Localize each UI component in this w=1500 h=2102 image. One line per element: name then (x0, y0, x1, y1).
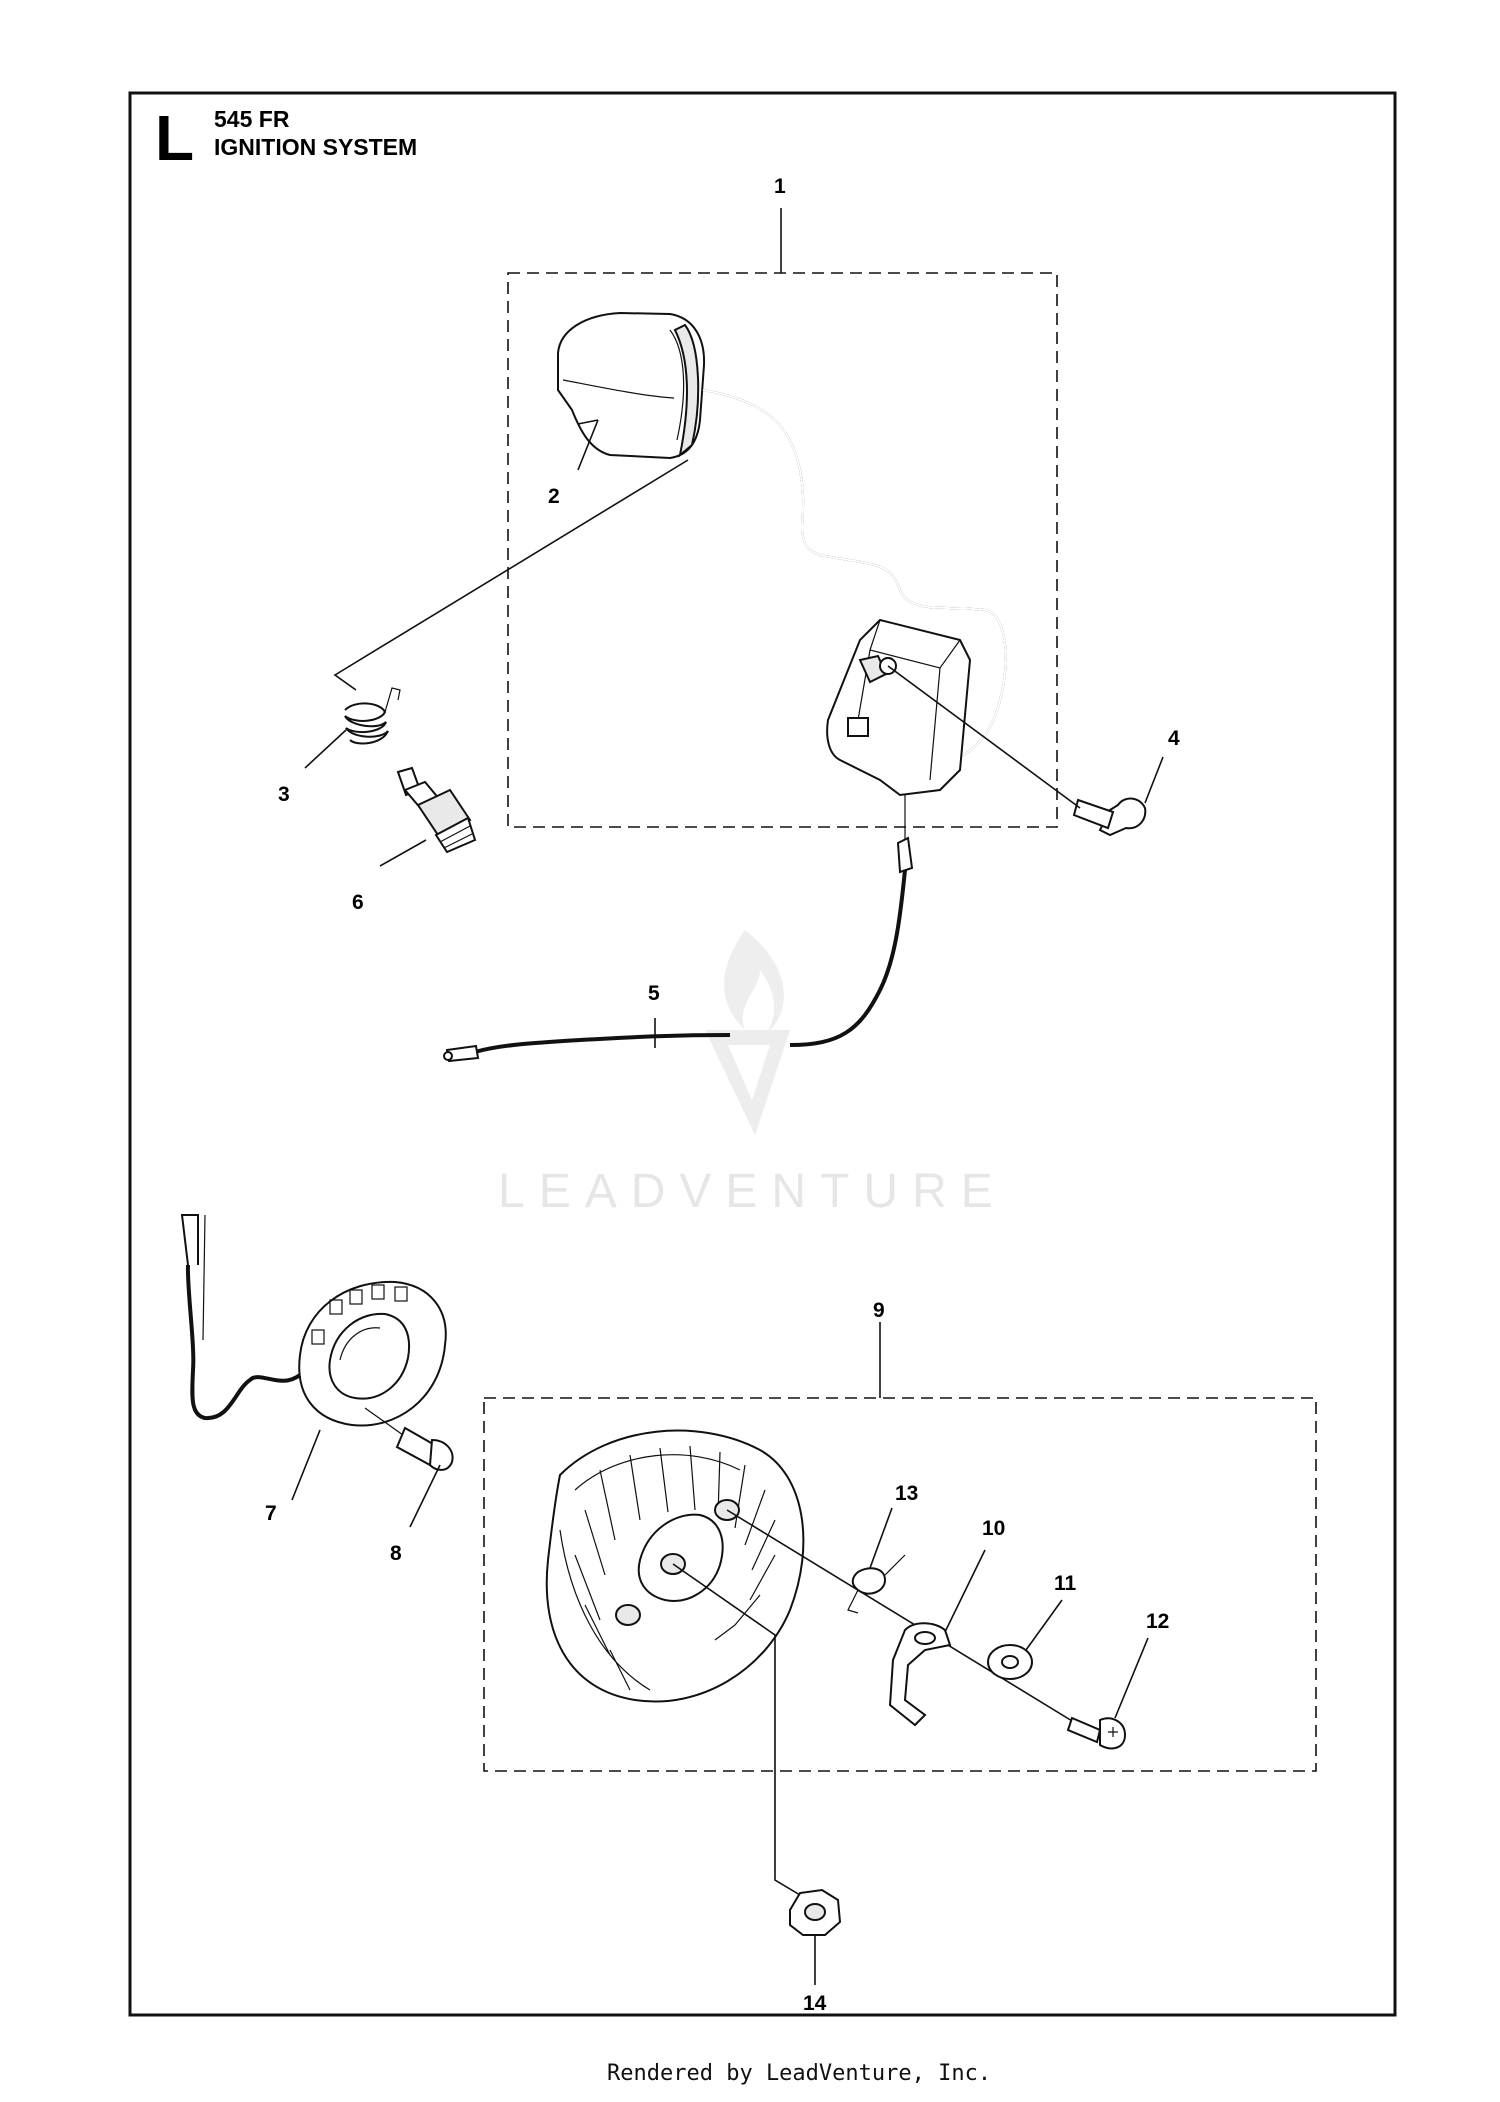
callout-13: 13 (895, 1482, 918, 1505)
leader-nut (672, 1563, 801, 1896)
callout-6: 6 (352, 891, 364, 914)
callout-12: 12 (1146, 1610, 1169, 1633)
part-clip (847, 1554, 906, 1614)
part-spark-plug (396, 766, 477, 854)
callout-7: 7 (265, 1502, 277, 1525)
part-spring (344, 687, 401, 745)
part-ignition-cable (443, 795, 914, 1063)
footer-credit: Rendered by LeadVenture, Inc. (607, 2061, 991, 2086)
callout-5: 5 (648, 982, 660, 1005)
part-bolt (1066, 1716, 1127, 1750)
part-bracket (888, 1622, 952, 1727)
callout-9: 9 (873, 1299, 885, 1322)
part-washer (987, 1644, 1033, 1680)
part-spark-plug-boot (557, 311, 706, 460)
part-screw-8 (364, 1407, 454, 1471)
part-ignition-coil (180, 1214, 447, 1427)
callout-leaders (291, 208, 1164, 1985)
part-ignition-module (826, 618, 972, 797)
group-box-1 (507, 272, 1058, 828)
callout-4: 4 (1168, 727, 1180, 750)
model-title: 545 FR (214, 106, 290, 132)
callout-14: 14 (803, 1992, 827, 2015)
leader-boot-spring (333, 459, 689, 691)
part-screw-4 (1072, 797, 1147, 837)
part-nut (789, 1888, 842, 1936)
sheet-frame (128, 91, 1397, 2017)
group-box-9 (483, 1397, 1317, 1772)
callout-2: 2 (548, 485, 560, 508)
leader-crank-axis (726, 1509, 1096, 1736)
section-title: IGNITION SYSTEM (214, 134, 417, 160)
ht-lead-inner (702, 389, 1007, 771)
watermark-logo (705, 930, 790, 1135)
callout-10: 10 (982, 1517, 1005, 1540)
callout-1: 1 (774, 175, 786, 198)
callout-8: 8 (390, 1542, 402, 1565)
leader-coil-screw (887, 665, 1081, 809)
watermark-text: LEADVENTURE (498, 1165, 1007, 1218)
sheet-letter: L (155, 102, 194, 174)
callout-11: 11 (1054, 1572, 1077, 1595)
callout-3: 3 (278, 783, 290, 806)
